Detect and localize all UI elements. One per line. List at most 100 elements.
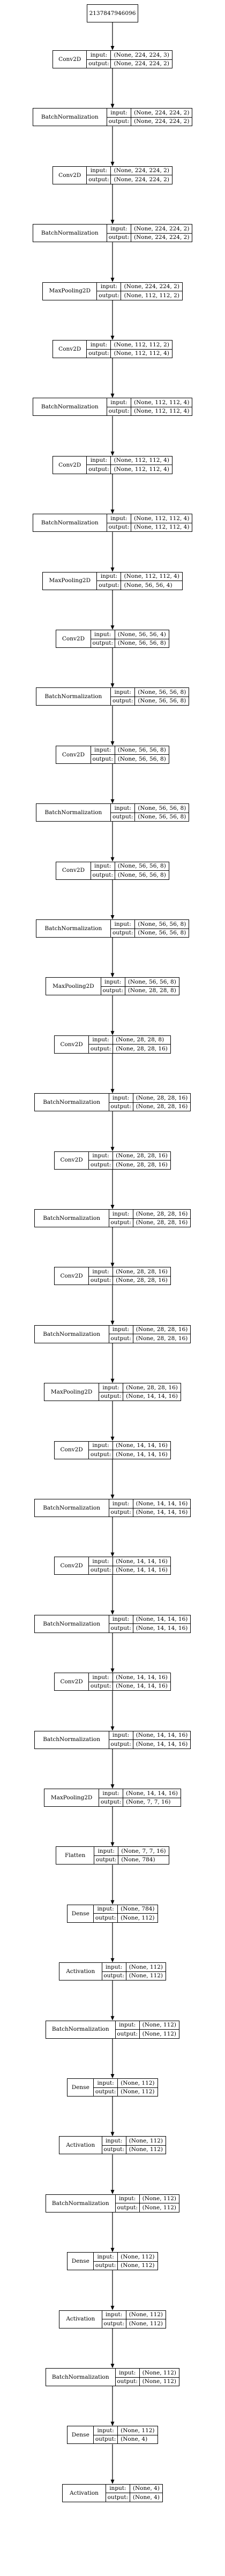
output-shape: (None, 28, 28, 16) <box>116 1045 168 1052</box>
input-shape: (None, 784) <box>121 1906 155 1913</box>
edge-arrowhead-27 <box>110 1610 115 1615</box>
layer-io-table: input:(None, 112)output:(None, 112) <box>102 2310 166 2328</box>
output-shape: (None, 7, 7, 16) <box>126 1799 171 1805</box>
layer-io-table: input:(None, 784)output:(None, 112) <box>94 1905 158 1922</box>
input-shape: (None, 14, 14, 16) <box>116 1674 168 1681</box>
input-key: input: <box>89 1673 114 1682</box>
output-key: output: <box>87 175 111 184</box>
input-row: input:(None, 56, 56, 8) <box>91 746 169 755</box>
output-key: output: <box>94 2435 118 2444</box>
input-key: input: <box>99 1383 124 1392</box>
output-key: output: <box>106 2493 130 2502</box>
layer-type-label: Conv2D <box>55 1035 89 1053</box>
output-row: output:(None, 56, 56, 8) <box>111 697 189 706</box>
output-shape: (None, 112, 112, 4) <box>133 524 190 531</box>
edge-arrowhead-26 <box>110 1552 115 1557</box>
output-key: output: <box>87 349 111 358</box>
input-shape: (None, 14, 14, 16) <box>136 1732 188 1739</box>
root-node-label: 2137847946096 <box>89 10 136 17</box>
input-key: input: <box>107 398 131 407</box>
output-shape: (None, 112, 112, 4) <box>133 408 190 415</box>
input-shape: (None, 14, 14, 16) <box>116 1442 168 1449</box>
input-key: input: <box>89 1557 114 1566</box>
output-shape: (None, 224, 224, 2) <box>133 118 190 125</box>
edge-arrowhead-15 <box>110 915 115 919</box>
layer-type-label: Dense <box>68 2426 94 2444</box>
input-shape: (None, 112) <box>129 2311 163 2318</box>
edge-arrowhead-33 <box>110 1958 115 1963</box>
output-shape: (None, 28, 28, 16) <box>116 1277 168 1284</box>
input-shape: (None, 14, 14, 16) <box>126 1790 178 1797</box>
input-row: input:(None, 112) <box>115 2369 179 2378</box>
edge-arrowhead-39 <box>110 2306 115 2310</box>
edge-arrowhead-30 <box>110 1784 115 1789</box>
layer-io-table: input:(None, 112)output:(None, 112) <box>115 2194 179 2212</box>
input-key: input: <box>106 2484 130 2493</box>
layer-type-label: Activation <box>59 2137 102 2154</box>
output-key: output: <box>89 1045 114 1053</box>
layer-io-table: input:(None, 224, 224, 2)output:(None, 1… <box>97 282 182 300</box>
edge-arrowhead-36 <box>110 2132 115 2137</box>
input-row: input:(None, 56, 56, 8) <box>111 688 189 697</box>
input-key: input: <box>97 282 122 291</box>
input-shape: (None, 4) <box>132 2485 160 2492</box>
output-row: output:(None, 14, 14, 16) <box>109 1508 191 1517</box>
output-shape: (None, 14, 14, 16) <box>116 1451 168 1458</box>
input-key: input: <box>116 2369 140 2377</box>
output-key: output: <box>102 2145 126 2154</box>
input-key: input: <box>87 51 111 59</box>
layer-io-table: input:(None, 14, 14, 16)output:(None, 14… <box>89 1441 170 1459</box>
input-shape: (None, 56, 56, 8) <box>138 920 186 927</box>
output-shape: (None, 14, 14, 16) <box>136 1740 188 1747</box>
input-key: input: <box>89 1151 114 1161</box>
output-key: output: <box>107 407 131 416</box>
layer-io-table: input:(None, 14, 14, 16)output:(None, 14… <box>89 1673 170 1691</box>
input-key: input: <box>91 630 115 639</box>
layer-io-table: input:(None, 14, 14, 16)output:(None, 7,… <box>99 1789 181 1806</box>
output-shape: (None, 112) <box>129 1972 163 1979</box>
output-row: output:(None, 28, 28, 16) <box>89 1276 170 1285</box>
output-shape: (None, 4) <box>121 2436 148 2443</box>
output-row: output:(None, 112, 112, 4) <box>107 407 192 416</box>
input-shape: (None, 28, 28, 16) <box>116 1268 168 1275</box>
input-key: input: <box>89 1035 114 1045</box>
layer-io-table: input:(None, 56, 56, 8)output:(None, 56,… <box>91 746 169 763</box>
output-key: output: <box>91 871 115 879</box>
layer-type-label: Conv2D <box>55 1441 89 1459</box>
edge-arrowhead-11 <box>110 683 115 688</box>
input-row: input:(None, 112, 112, 4) <box>107 514 192 523</box>
output-key: output: <box>89 1450 114 1459</box>
layer-io-table: input:(None, 28, 28, 8)output:(None, 28,… <box>89 1035 170 1053</box>
input-shape: (None, 112) <box>129 2137 163 2144</box>
layer-io-table: input:(None, 112, 112, 4)output:(None, 1… <box>107 514 192 532</box>
output-key: output: <box>107 233 131 242</box>
output-key: output: <box>111 697 136 706</box>
output-key: output: <box>97 291 122 300</box>
output-row: output:(None, 28, 28, 16) <box>109 1218 191 1227</box>
input-shape: (None, 224, 224, 2) <box>133 225 190 232</box>
output-shape: (None, 112) <box>142 2204 177 2211</box>
layer-type-label: Activation <box>59 2310 102 2328</box>
input-row: input:(None, 224, 224, 3) <box>87 51 172 60</box>
output-row: output:(None, 112, 112, 4) <box>87 349 171 358</box>
output-key: output: <box>116 2377 140 2386</box>
edge-arrowhead-20 <box>110 1205 115 1209</box>
edge-arrowhead-16 <box>110 973 115 978</box>
input-key: input: <box>94 2253 118 2261</box>
layer-type-label: BatchNormalization <box>35 1094 109 1111</box>
output-row: output:(None, 112) <box>102 1971 166 1981</box>
layer-type-label: Conv2D <box>53 166 87 184</box>
input-row: input:(None, 14, 14, 16) <box>89 1673 170 1682</box>
output-shape: (None, 112) <box>121 1914 155 1921</box>
input-shape: (None, 56, 56, 8) <box>117 863 166 870</box>
